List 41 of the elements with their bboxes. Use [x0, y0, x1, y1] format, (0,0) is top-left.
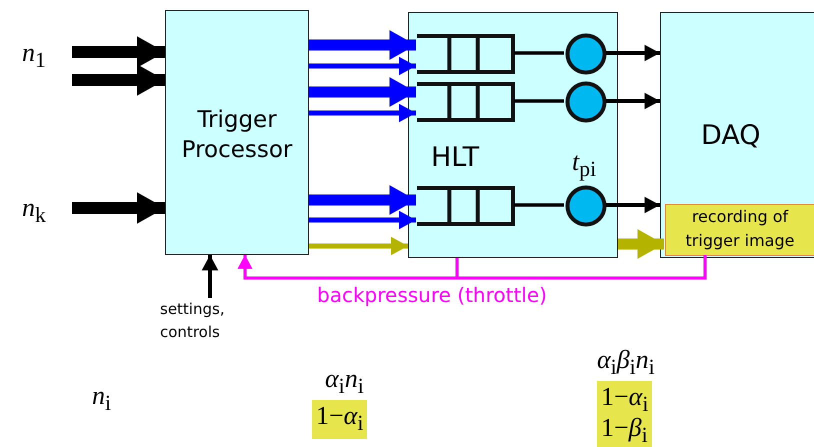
arrow	[72, 36, 165, 68]
process-box	[165, 10, 309, 255]
highlighted-box	[665, 204, 814, 256]
math-label: n$_{i}$	[92, 380, 112, 418]
process-box	[408, 12, 618, 258]
process-box	[660, 12, 814, 258]
arrow	[72, 192, 165, 224]
server-circle	[565, 81, 607, 123]
connector-line	[514, 203, 564, 207]
arrow	[618, 229, 664, 259]
arrow	[238, 255, 458, 280]
math-label: α$_{i}$n$_{i}$	[325, 363, 364, 400]
arrow	[309, 104, 416, 122]
arrow	[309, 30, 416, 60]
connector-line	[514, 99, 564, 103]
arrow	[309, 185, 416, 215]
box-title: Trigger Processor	[180, 106, 294, 165]
arrow	[606, 196, 660, 214]
box-title: DAQ	[701, 119, 761, 153]
arrow	[309, 56, 416, 76]
queue-symbol	[417, 34, 515, 74]
arrow	[606, 44, 660, 62]
server-circle	[565, 185, 607, 227]
input-rate-label: n$_{k}$	[22, 193, 72, 227]
math-label: t$_{pi}$	[572, 146, 596, 184]
arrow	[309, 210, 416, 230]
input-rate-label: n$_{1}$	[22, 38, 72, 72]
arrow	[309, 77, 416, 107]
connector-line	[514, 51, 564, 55]
box-text: recording of trigger image	[684, 206, 796, 252]
queue-symbol	[417, 186, 515, 226]
arrow	[606, 92, 660, 110]
highlighted-formula: 1−α$_{i}$	[312, 400, 368, 440]
annotation-text: settings, controls	[160, 298, 250, 346]
math-label: α$_{i}$β$_{i}$n$_{i}$	[597, 344, 655, 382]
arrow	[309, 236, 408, 256]
arrow	[202, 255, 218, 298]
server-circle	[565, 33, 607, 75]
box-title: HLT	[431, 141, 480, 175]
arrow	[72, 64, 165, 96]
queue-symbol	[417, 82, 515, 122]
